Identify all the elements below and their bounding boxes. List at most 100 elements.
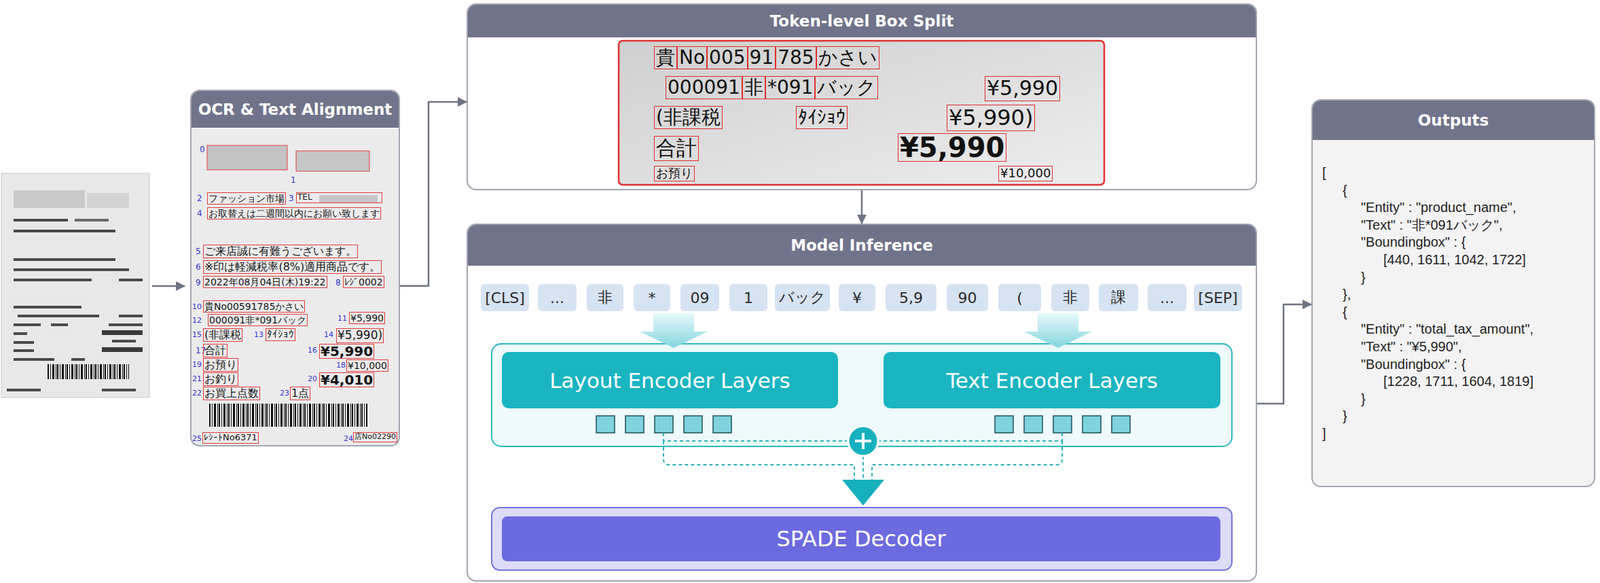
token-text: * bbox=[648, 289, 657, 307]
token-crop-photo bbox=[618, 40, 1105, 185]
token-box: 非 bbox=[1051, 283, 1090, 312]
token-box: バック bbox=[774, 283, 830, 312]
illustration-part bbox=[296, 150, 370, 172]
illustration-part bbox=[13, 278, 92, 282]
ocr-text-box: ファッション市場 bbox=[207, 192, 286, 205]
ocr-text-box: ¥5,990 bbox=[349, 311, 386, 324]
callout-number: 15 bbox=[192, 330, 202, 340]
illustration-part bbox=[1082, 415, 1101, 433]
panel-header: Token-level Box Split bbox=[467, 4, 1256, 38]
flow-arrow bbox=[861, 190, 864, 224]
token-box: ( bbox=[998, 283, 1042, 312]
panel-header: OCR & Text Alignment bbox=[191, 91, 399, 128]
token-box-text: ¥10,000 bbox=[998, 165, 1053, 182]
block-arrow bbox=[639, 313, 708, 348]
callout-number: 1 bbox=[290, 175, 297, 186]
callout-number: 25 bbox=[192, 434, 202, 444]
panel: Model Inference[CLS]...非*091バック¥5,990(非課… bbox=[466, 223, 1258, 582]
json-line: "Text" : "¥5,990", bbox=[1360, 338, 1462, 355]
token-box-text: ¥5,990 bbox=[897, 133, 1007, 162]
illustration-part bbox=[1053, 415, 1072, 433]
encoder-box: Layout Encoder Layers bbox=[501, 351, 839, 409]
token-box-text: ¥5,990 bbox=[984, 76, 1061, 102]
json-line: ] bbox=[1322, 425, 1327, 442]
ocr-text-box: お釣り bbox=[203, 372, 239, 386]
illustration-part bbox=[1111, 415, 1131, 433]
illustration-part bbox=[13, 218, 68, 222]
callout-number: 13 bbox=[253, 330, 264, 340]
decoder-frame bbox=[491, 507, 1232, 570]
callout-number: 19 bbox=[192, 360, 202, 370]
callout-number: 9 bbox=[195, 278, 202, 288]
token-text: 課 bbox=[1111, 287, 1126, 308]
illustration-part bbox=[71, 357, 85, 361]
callout-number: 22 bbox=[192, 389, 202, 398]
token-box: 非 bbox=[586, 283, 624, 312]
json-line: [440, 1611, 1042, 1722] bbox=[1383, 251, 1526, 268]
token-text: ... bbox=[550, 289, 565, 307]
ocr-receipt-photo bbox=[191, 129, 399, 445]
token-text: 非 bbox=[597, 287, 613, 308]
callout-number: 4 bbox=[196, 209, 203, 219]
callout-number: 18 bbox=[336, 361, 346, 371]
token-text: 90 bbox=[958, 289, 978, 307]
json-line: } bbox=[1360, 390, 1366, 407]
ocr-text-box: 店No02290 bbox=[353, 431, 398, 443]
callout-number: 16 bbox=[307, 346, 318, 356]
token-box: 09 bbox=[680, 283, 720, 312]
panel: Outputs[{"Entity" : "product_name","Text… bbox=[1311, 99, 1596, 487]
panel-header: Outputs bbox=[1312, 100, 1594, 140]
json-line: "Boundingbox" : { bbox=[1360, 355, 1466, 373]
ocr-text-box: ¥4,010 bbox=[319, 372, 375, 388]
illustration-part bbox=[713, 415, 732, 433]
token-box-text: 005 bbox=[706, 46, 748, 70]
ocr-text-box: ご来店誠に有難うございます。 bbox=[203, 244, 358, 259]
token-text: 非 bbox=[1062, 287, 1078, 308]
panel-title: Model Inference bbox=[790, 236, 934, 254]
token-box-text: 91 bbox=[747, 46, 777, 70]
ocr-text-box: ※印は軽減税率(8%)適用商品です。 bbox=[203, 260, 382, 274]
token-box: * bbox=[633, 283, 671, 312]
illustration-part bbox=[17, 314, 100, 318]
token-box: [SEP] bbox=[1193, 283, 1243, 312]
callout-number: 0 bbox=[199, 145, 206, 155]
illustration-part bbox=[663, 432, 847, 441]
token-box-text: バック bbox=[814, 76, 879, 100]
token-text: 09 bbox=[690, 289, 710, 307]
receipt-photo bbox=[1, 173, 150, 398]
callout-number: 11 bbox=[337, 314, 348, 324]
illustration-part bbox=[994, 415, 1014, 433]
illustration-part bbox=[47, 364, 130, 379]
decoder-label: SPADE Decoder bbox=[776, 525, 946, 552]
token-box-text: ﾀｲｼｮｳ bbox=[795, 105, 848, 130]
illustration-part bbox=[879, 432, 1063, 441]
flow-arrow bbox=[1257, 304, 1312, 404]
token-box-text: 貴 bbox=[653, 46, 678, 70]
token-text: ... bbox=[1159, 289, 1175, 307]
token-box-text: 非 bbox=[742, 76, 766, 100]
callout-number: 12 bbox=[192, 316, 202, 326]
illustration-part bbox=[596, 415, 615, 433]
json-line: } bbox=[1342, 407, 1348, 424]
illustration-part bbox=[209, 403, 368, 427]
token-box-text: *091 bbox=[765, 76, 815, 100]
json-line: "Text" : "非*091バック", bbox=[1360, 216, 1503, 233]
illustration-part bbox=[101, 388, 136, 392]
merge-arrow bbox=[842, 479, 885, 506]
token-box: ¥ bbox=[838, 283, 876, 312]
json-line: { bbox=[1342, 182, 1348, 199]
illustration-part bbox=[74, 218, 109, 222]
illustration-part bbox=[13, 258, 116, 261]
token-box-text: 000091 bbox=[665, 76, 743, 100]
token-text: ¥ bbox=[852, 289, 862, 307]
illustration-part bbox=[207, 145, 288, 170]
flow-arrow bbox=[152, 285, 185, 288]
token-text: ( bbox=[1016, 289, 1023, 307]
callout-number: 5 bbox=[195, 247, 202, 257]
token-box: ... bbox=[1147, 283, 1187, 312]
illustration-part bbox=[13, 340, 34, 344]
illustration-part bbox=[871, 440, 1063, 480]
illustration-part bbox=[625, 415, 644, 433]
token-text: 5,9 bbox=[899, 289, 923, 307]
